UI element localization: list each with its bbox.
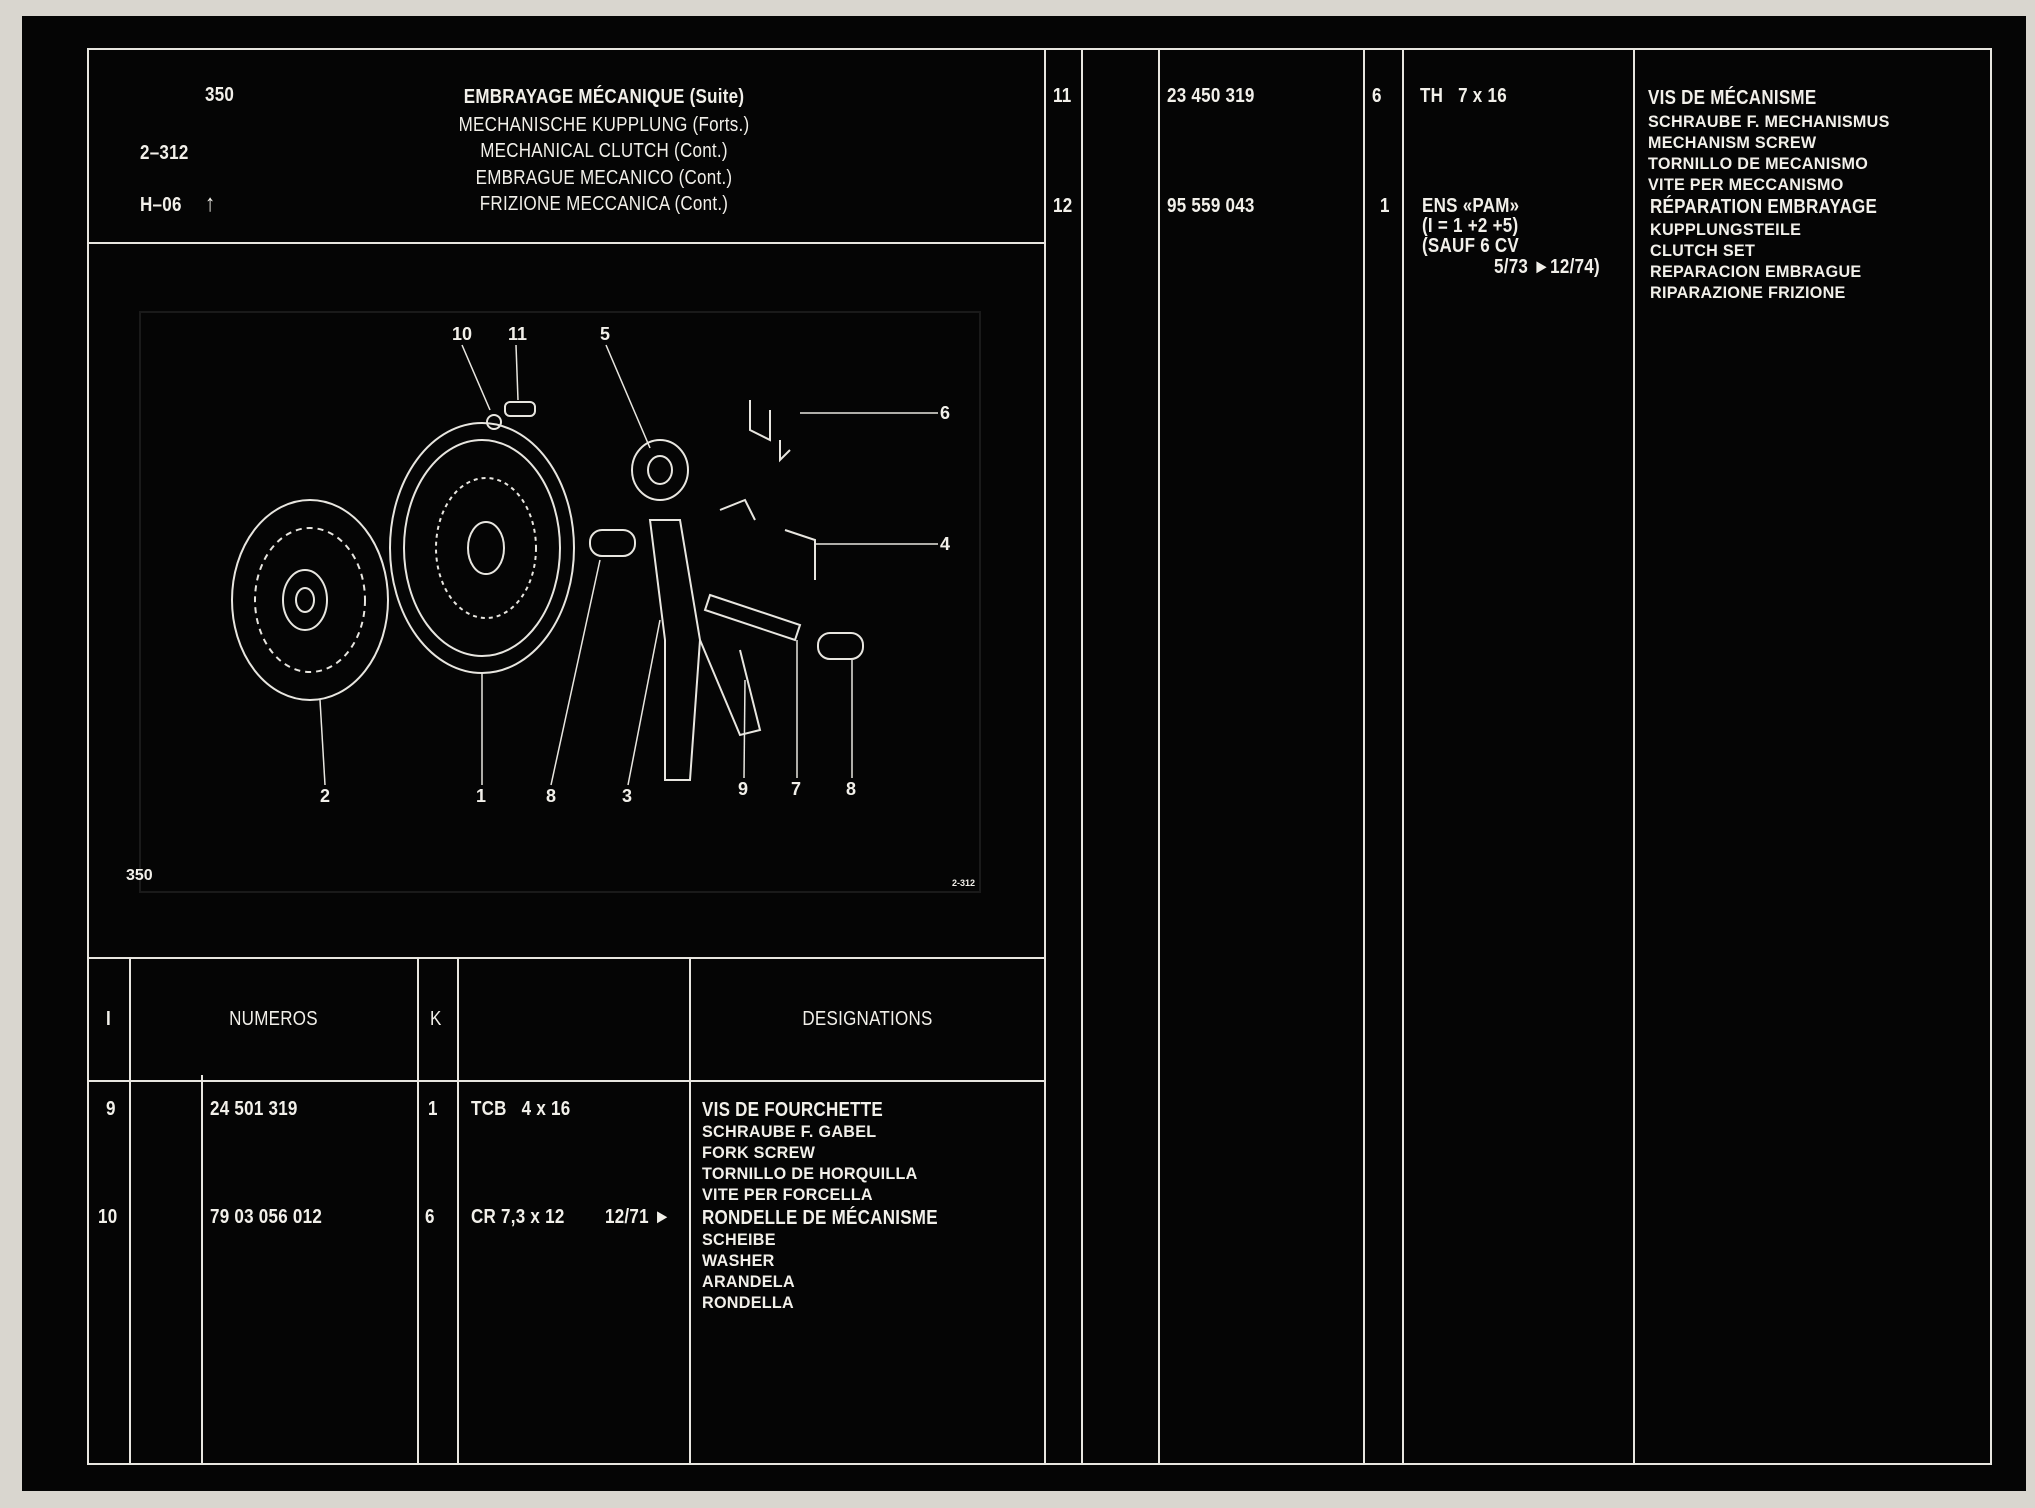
designation-it: VITE PER FORCELLA: [702, 1185, 873, 1204]
leader-lines: [319, 344, 938, 786]
callout-10: 10: [452, 324, 472, 344]
header-divider: [87, 242, 1045, 244]
designation-fr: RÉPARATION EMBRAYAGE: [1650, 196, 1878, 218]
col-line: [1363, 48, 1365, 1465]
designation-de: SCHRAUBE F. GABEL: [702, 1122, 877, 1141]
row-index: 10: [98, 1206, 118, 1228]
designation-en: CLUTCH SET: [1650, 241, 1756, 260]
frame-left: [87, 48, 89, 1465]
col-line: [689, 957, 691, 1465]
callout-5: 5: [600, 324, 610, 344]
clutch-disc-drawing: [231, 499, 389, 701]
callout-1: 1: [476, 786, 486, 806]
designation-it: VITE PER MECCANISMO: [1648, 175, 1844, 194]
quantity: 6: [1372, 85, 1382, 107]
bushing-drawing: [589, 529, 864, 660]
table-header-divider: [87, 1080, 1045, 1082]
spec-line: 5/73 ►12/74): [1494, 256, 1600, 278]
col-line: [457, 957, 459, 1465]
spec: CR 7,3 x 12: [471, 1206, 565, 1228]
designation-fr: VIS DE FOURCHETTE: [702, 1099, 883, 1121]
callout-3: 3: [622, 786, 632, 806]
designation-en: MECHANISM SCREW: [1648, 133, 1817, 152]
quantity: 1: [428, 1098, 438, 1120]
title-fr: EMBRAYAGE MÉCANIQUE (Suite): [463, 86, 745, 108]
spec: TH 7 x 16: [1420, 85, 1507, 107]
designation-es: TORNILLO DE HORQUILLA: [702, 1164, 918, 1183]
col-line: [201, 1075, 203, 1465]
arrow-up-icon: ↑: [205, 190, 216, 217]
spec-line: (I = 1 +2 +5): [1422, 215, 1519, 237]
diagram-page-label: 350: [126, 867, 153, 884]
designation-es: TORNILLO DE MECANISMO: [1648, 154, 1869, 173]
designation-fr: VIS DE MÉCANISME: [1648, 87, 1817, 109]
frame-right: [1990, 48, 1992, 1465]
diagram-frame: [139, 311, 981, 893]
callout-8b: 8: [846, 779, 856, 799]
release-bearing-drawing: [631, 439, 689, 501]
designation-it: RONDELLA: [702, 1293, 795, 1312]
part-number: 23 450 319: [1167, 85, 1255, 107]
callout-8: 8: [546, 786, 556, 806]
col-line: [1633, 48, 1635, 1465]
part-number: 79 03 056 012: [210, 1206, 323, 1228]
callout-7: 7: [791, 779, 801, 799]
col-line: [1044, 48, 1046, 1465]
designation-de: KUPPLUNGSTEILE: [1650, 220, 1802, 239]
date-range: 12/71 ►: [605, 1206, 671, 1228]
spec: TCB 4 x 16: [471, 1098, 571, 1120]
designation-en: WASHER: [702, 1251, 775, 1270]
col-header-qty: K: [430, 1008, 442, 1030]
figure-ref: 2–312: [140, 142, 189, 164]
row-index: 12: [1053, 195, 1073, 217]
designation-fr: RONDELLE DE MÉCANISME: [702, 1207, 938, 1229]
row-index: 9: [106, 1098, 116, 1120]
fork-drawing: [648, 519, 702, 781]
screw-drawing: [486, 401, 536, 430]
title-es: EMBRAGUE MECANICO (Cont.): [475, 167, 733, 189]
col-header-designations: DESIGNATIONS: [802, 1008, 933, 1030]
col-line: [417, 957, 419, 1465]
quantity: 1: [1380, 195, 1390, 217]
title-de: MECHANISCHE KUPPLUNG (Forts.): [458, 114, 750, 136]
callout-11: 11: [508, 324, 527, 344]
callout-9: 9: [738, 779, 748, 799]
diagram-divider: [87, 957, 1045, 959]
callout-4: 4: [940, 534, 950, 554]
spring-drawing: [719, 400, 816, 580]
callout-2: 2: [320, 786, 330, 806]
designation-de: SCHEIBE: [702, 1230, 776, 1249]
frame-bottom: [87, 1463, 1992, 1465]
parts-catalog-sheet: [22, 16, 2026, 1491]
title-en: MECHANICAL CLUTCH (Cont.): [480, 140, 728, 162]
grid-ref: H–06: [140, 194, 182, 216]
col-header-numbers: NUMEROS: [229, 1008, 318, 1030]
col-line: [129, 957, 131, 1465]
callout-6: 6: [940, 403, 950, 423]
spec-line: (SAUF 6 CV: [1422, 235, 1520, 257]
page-number: 350: [205, 84, 235, 106]
part-number: 24 501 319: [210, 1098, 298, 1120]
row-index: 11: [1053, 85, 1072, 107]
quantity: 6: [425, 1206, 435, 1228]
designation-es: ARANDELA: [702, 1272, 795, 1291]
col-line: [1081, 48, 1083, 1465]
designation-de: SCHRAUBE F. MECHANISMUS: [1648, 112, 1890, 131]
spec: ENS «PAM»: [1422, 195, 1520, 217]
frame-top: [87, 48, 1992, 50]
title-it: FRIZIONE MECCANICA (Cont.): [479, 193, 729, 215]
col-header-index: I: [106, 1008, 111, 1030]
pressure-plate-drawing: [389, 422, 575, 674]
diagram-figure-label: 2-312: [952, 878, 975, 888]
part-number: 95 559 043: [1167, 195, 1255, 217]
designation-en: FORK SCREW: [702, 1143, 816, 1162]
col-line: [1158, 48, 1160, 1465]
designation-it: RIPARAZIONE FRIZIONE: [1650, 283, 1846, 302]
pin-drawing: [699, 593, 802, 737]
col-line: [1402, 48, 1404, 1465]
designation-es: REPARACION EMBRAGUE: [1650, 262, 1862, 281]
